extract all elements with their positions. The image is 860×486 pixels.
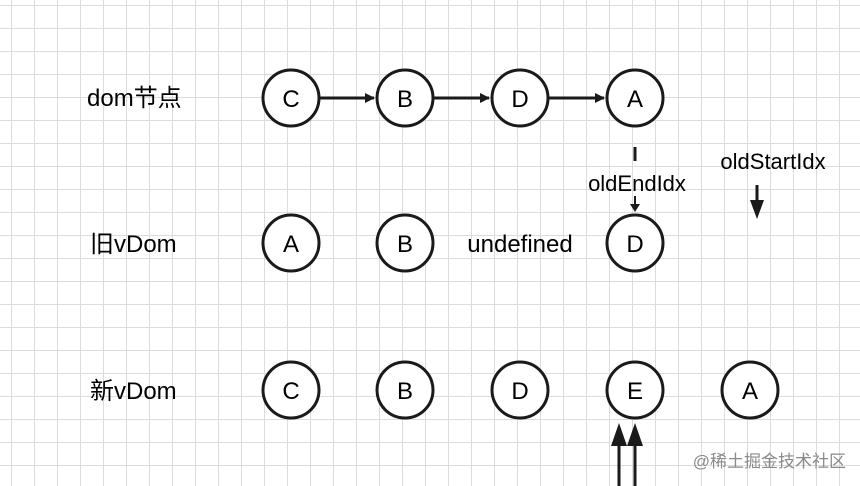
dom-node-label: D <box>511 86 528 113</box>
new-idx-double-arrow <box>611 423 643 486</box>
dom-node: A <box>605 68 665 128</box>
dom-node-label: A <box>627 86 643 113</box>
old-vdom-node: A <box>261 213 321 273</box>
dom-node: B <box>375 68 435 128</box>
dom-node: D <box>490 68 550 128</box>
old-vdom-node-label: A <box>283 231 299 258</box>
old-vdom-undefined-text: undefined <box>467 231 572 258</box>
new-vdom-node-label: E <box>627 378 643 405</box>
old-vdom-node-label: D <box>626 231 643 258</box>
old-end-idx-arrow-head <box>630 204 640 212</box>
dom-node-label: B <box>397 86 413 113</box>
old-end-idx-label: oldEndIdx <box>588 171 686 196</box>
old-start-idx-label: oldStartIdx <box>720 149 825 174</box>
row-label-new-vdom: 新vDom <box>90 378 177 405</box>
new-vdom-node: D <box>490 360 550 420</box>
new-vdom-node: A <box>720 360 780 420</box>
new-vdom-node-label: B <box>397 378 413 405</box>
old-start-idx-arrow-head <box>750 200 764 219</box>
new-idx-arrow-head-right <box>627 423 643 446</box>
new-vdom-node-label: C <box>282 378 299 405</box>
old-start-idx-pointer: oldStartIdx <box>720 149 826 219</box>
new-vdom-node: C <box>261 360 321 420</box>
old-vdom-node: B <box>375 213 435 273</box>
new-vdom-node: B <box>375 360 435 420</box>
row-label-dom: dom节点 <box>87 85 182 112</box>
new-vdom-node-label: D <box>511 378 528 405</box>
old-vdom-node: D <box>605 213 665 273</box>
watermark: @稀土掘金技术社区 <box>693 452 846 471</box>
dom-node-label: C <box>282 86 299 113</box>
row-label-old-vdom: 旧vDom <box>90 231 177 258</box>
dom-node: C <box>261 68 321 128</box>
new-vdom-node: E <box>605 360 665 420</box>
new-idx-arrow-head-left <box>611 423 627 446</box>
new-vdom-node-label: A <box>742 378 758 405</box>
old-vdom-node-label: B <box>397 231 413 258</box>
old-end-idx-pointer: oldEndIdx <box>588 147 686 212</box>
